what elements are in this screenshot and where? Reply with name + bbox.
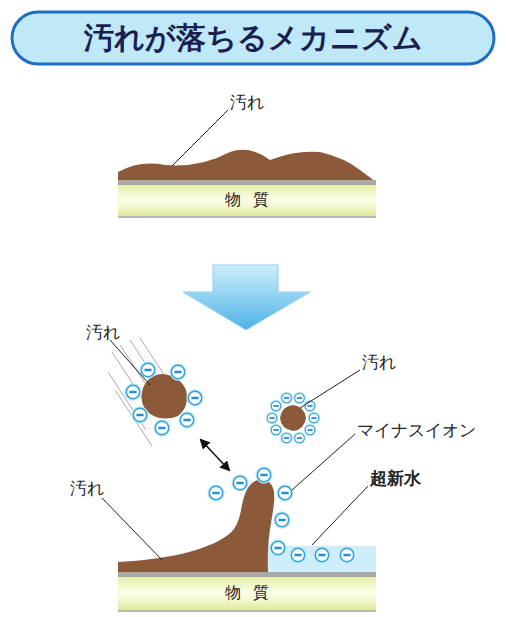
minus-ion xyxy=(273,511,290,528)
title-text: 汚れが落ちるメカニズム xyxy=(84,18,423,59)
leader-line xyxy=(292,434,355,490)
minus-ion xyxy=(153,419,170,436)
dirt-clump xyxy=(280,405,306,431)
minus-ion xyxy=(338,546,355,563)
leader-line xyxy=(312,486,368,545)
leader-line xyxy=(102,498,162,560)
minus-ion xyxy=(276,484,293,501)
minus-ion xyxy=(269,539,286,556)
minus-ion xyxy=(280,432,292,444)
leader-line xyxy=(110,340,150,385)
minus-ion xyxy=(293,392,305,404)
minus-ion xyxy=(255,466,272,483)
minus-ion xyxy=(124,383,141,400)
callout-label: マイナスイオン xyxy=(357,420,476,440)
callout-label: 汚れ xyxy=(70,478,104,498)
repulsion-arrow xyxy=(201,440,229,470)
dirt-layer xyxy=(118,150,376,182)
minus-ion xyxy=(313,546,330,563)
minus-ion xyxy=(270,424,282,436)
dirt-clump xyxy=(142,374,187,419)
plate-label: 物質 xyxy=(213,583,281,604)
minus-ion xyxy=(186,389,203,406)
minus-ion xyxy=(231,474,248,491)
minus-ion xyxy=(280,392,292,404)
minus-ion xyxy=(169,363,186,380)
minus-ion xyxy=(207,484,224,501)
minus-ion xyxy=(293,432,305,444)
minus-ion xyxy=(304,424,316,436)
title-box: 汚れが落ちるメカニズム xyxy=(12,12,494,64)
callout-label: 汚れ xyxy=(362,352,396,372)
minus-ion xyxy=(178,411,195,428)
callout-label: 汚れ xyxy=(230,92,264,112)
callout-label: 汚れ xyxy=(86,322,120,342)
water-layer xyxy=(262,540,376,572)
callout-label: 超新水 xyxy=(370,468,421,488)
leader-line xyxy=(172,110,228,166)
minus-ion xyxy=(131,406,148,423)
minus-ion xyxy=(266,412,278,424)
substance-plate: 物質 xyxy=(118,180,376,218)
minus-ion xyxy=(289,546,306,563)
substance-plate: 物質 xyxy=(118,572,376,612)
down-arrow xyxy=(183,265,310,330)
dirt-peeling xyxy=(118,480,274,572)
plate-label: 物質 xyxy=(213,190,281,211)
leader-line xyxy=(300,370,360,408)
minus-ion xyxy=(270,400,282,412)
minus-ion xyxy=(308,412,320,424)
title-pill xyxy=(12,12,494,64)
